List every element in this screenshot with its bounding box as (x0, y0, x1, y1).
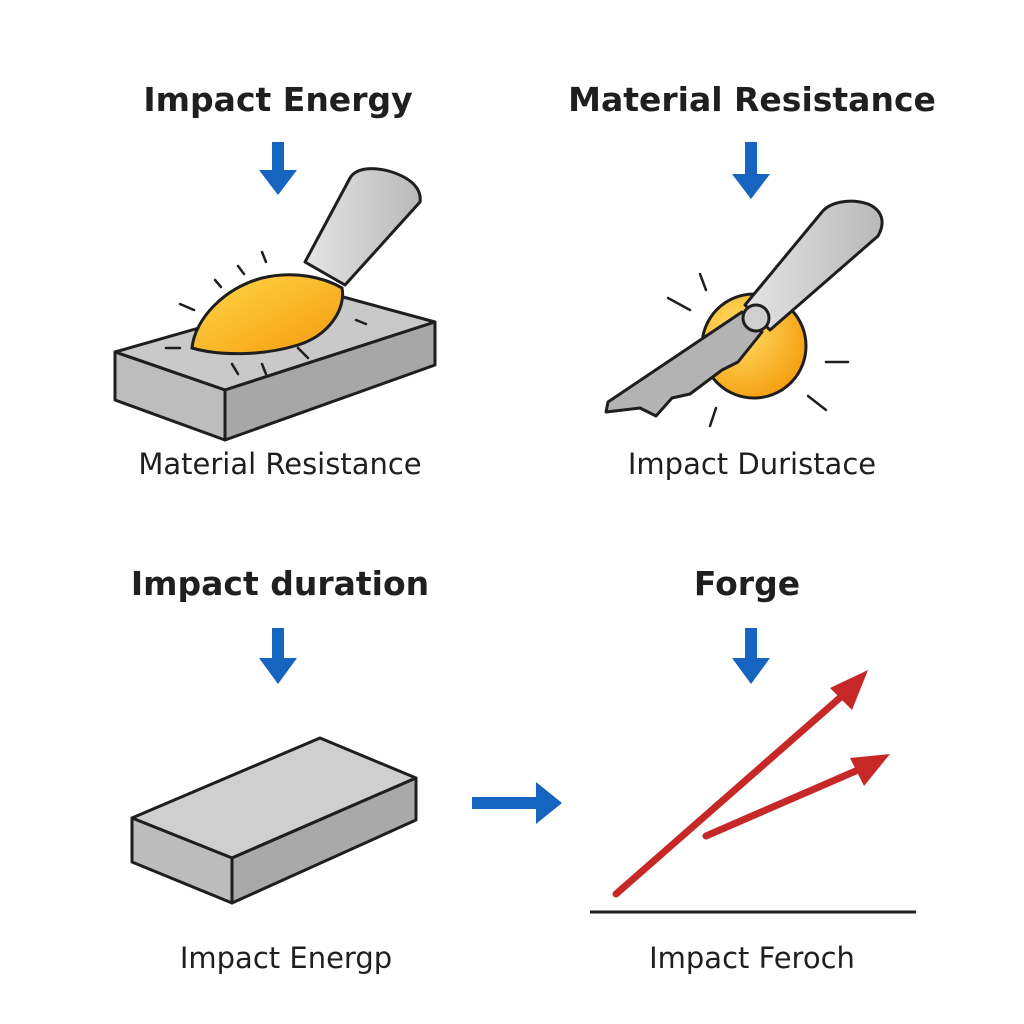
panel-2-title: Material Resistance (568, 80, 936, 119)
diverging-arrows-icon (590, 670, 916, 914)
panel-4-title: Forge (693, 564, 801, 603)
down-arrow-icon (732, 628, 770, 684)
down-arrow-icon (259, 628, 297, 684)
hammer-icon (303, 167, 422, 287)
metal-block-icon (130, 736, 418, 905)
knife-icon (604, 199, 884, 418)
hot-metal-blob-icon (190, 273, 345, 356)
down-arrow-icon (259, 142, 297, 195)
panel-4-caption: Impact Feroch (649, 941, 855, 975)
down-arrow-icon (732, 142, 770, 199)
impact-spark-lines-icon (164, 250, 368, 376)
panel-3-title: Impact duration (130, 564, 430, 603)
panel-2-caption: Impact Duristace (627, 447, 877, 481)
impact-spark-lines-icon (666, 272, 850, 428)
panel-1-caption: Material Resistance (138, 447, 422, 481)
panel-3-caption: Impact Energp (179, 941, 393, 975)
panel-1-title: Impact Energy (143, 80, 413, 119)
right-arrow-icon (472, 782, 562, 824)
